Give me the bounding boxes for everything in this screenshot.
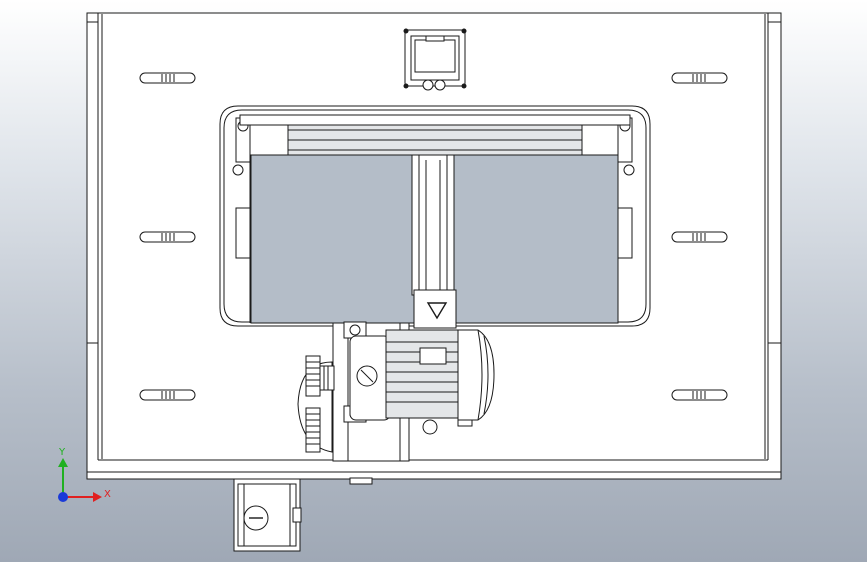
slot-top-right xyxy=(671,72,728,84)
top-connector-block xyxy=(403,28,467,91)
z-axis-dot xyxy=(58,492,68,502)
slot-mid-right xyxy=(671,231,728,243)
x-axis-label: X xyxy=(104,489,111,500)
y-axis-label: Y xyxy=(58,447,66,458)
x-axis-head xyxy=(93,492,102,502)
vertical-rail xyxy=(411,154,457,329)
y-axis-head xyxy=(58,458,68,467)
drive-gear xyxy=(297,355,335,453)
slot-top-left xyxy=(139,72,196,84)
frame-opening-left xyxy=(250,154,415,324)
direction-triangle xyxy=(426,302,448,320)
horizontal-beam xyxy=(239,114,631,156)
frame-opening-right xyxy=(451,154,619,324)
junction-box xyxy=(233,478,302,552)
slot-mid-left xyxy=(139,231,196,243)
coordinate-triad: X Y xyxy=(58,447,111,502)
motor-assembly xyxy=(332,321,495,462)
slot-bottom-left xyxy=(139,389,196,401)
mounting-slots xyxy=(139,72,728,401)
slot-bottom-right xyxy=(671,389,728,401)
